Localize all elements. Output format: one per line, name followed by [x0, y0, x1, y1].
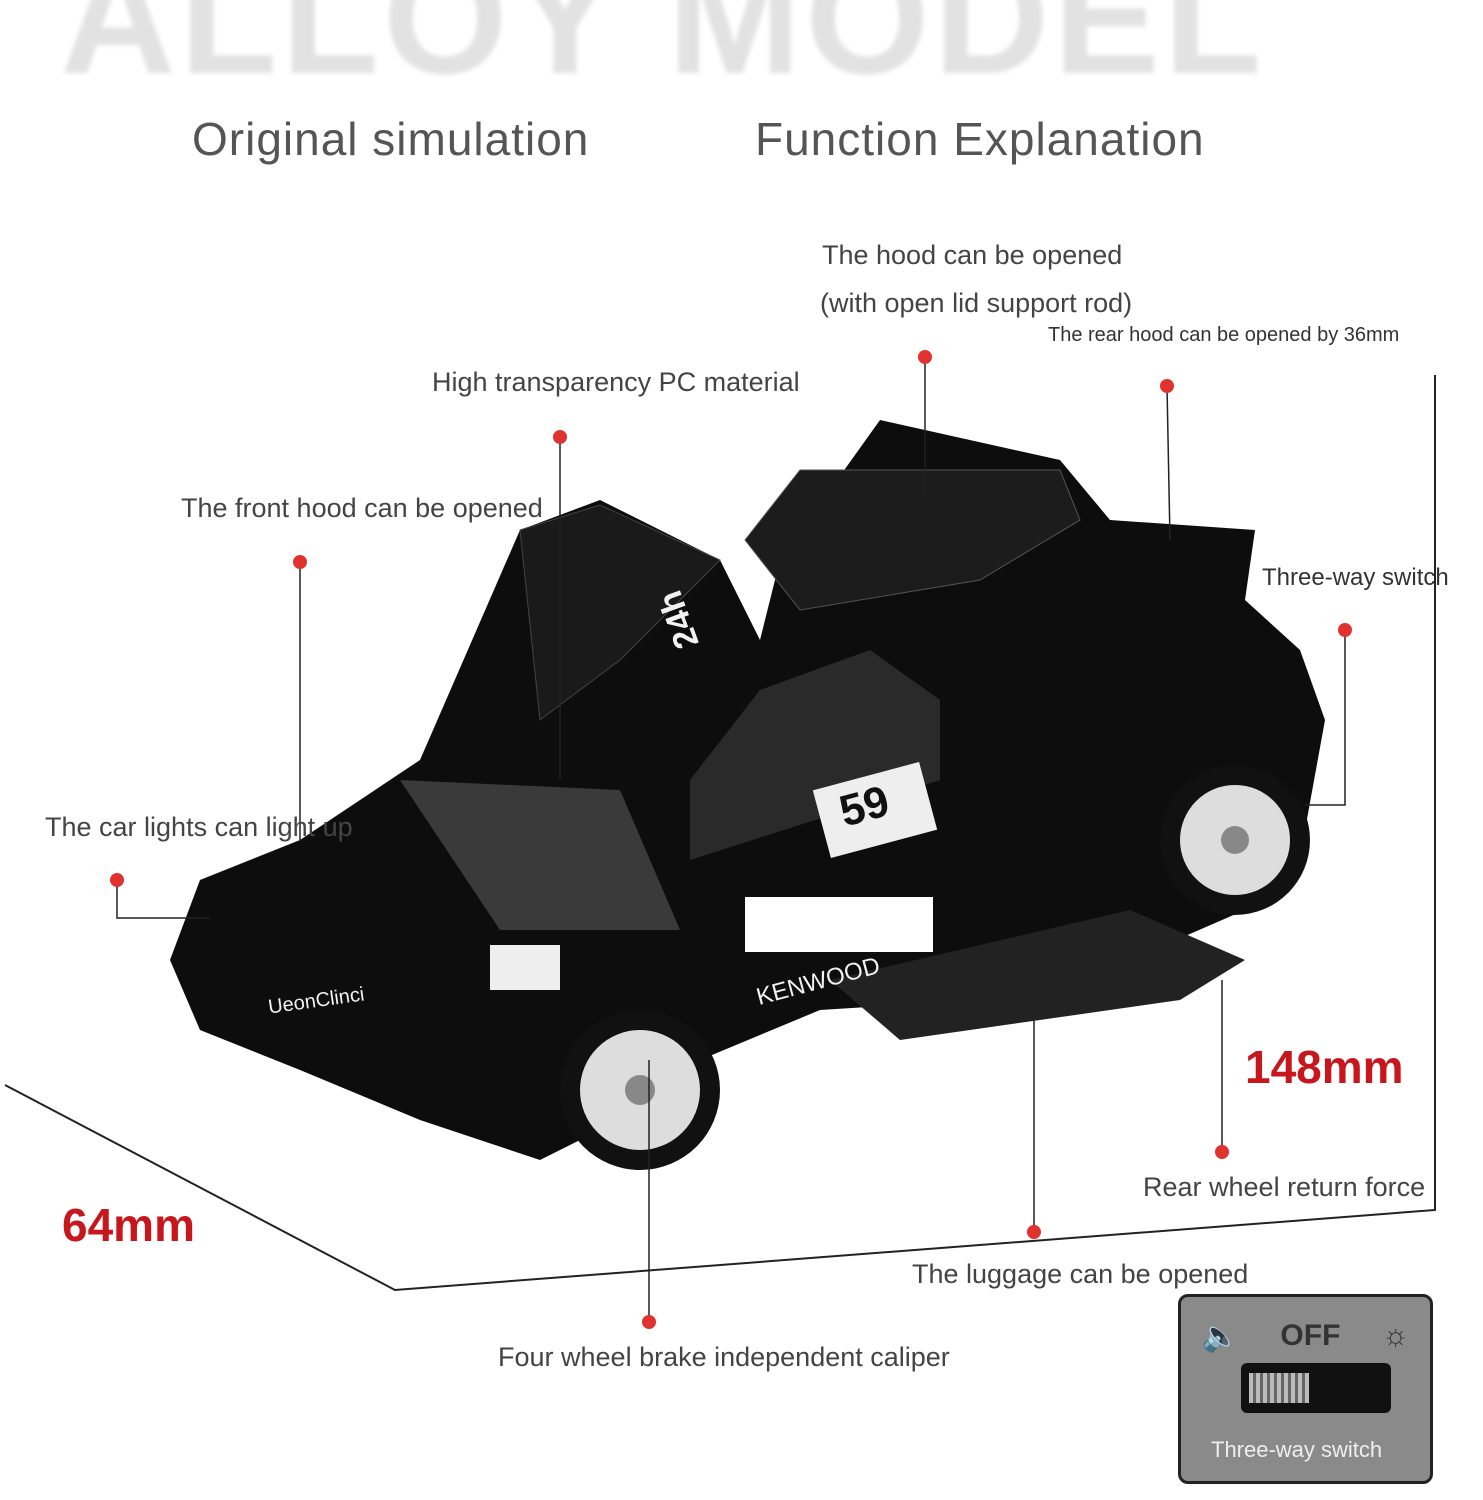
callout-dots [110, 350, 1352, 1329]
header-right: Function Explanation [755, 113, 1205, 165]
width-dimension: 64mm [62, 1199, 195, 1251]
callout-front-hood: The front hood can be opened [181, 493, 543, 523]
length-dimension: 148mm [1245, 1041, 1404, 1093]
car-illustration [170, 420, 1325, 1170]
redaction-box [745, 897, 933, 952]
watermark: ALLOY MODEL [60, 0, 1266, 107]
rear-wheel [1160, 765, 1310, 915]
callout-luggage: The luggage can be opened [912, 1259, 1249, 1289]
callout-switch: Three-way switch [1262, 564, 1449, 591]
callout-lines [116, 357, 1346, 1322]
header-left: Original simulation [192, 113, 590, 165]
light-icon: ☼ [1381, 1319, 1410, 1352]
callout-rear-wheel: Rear wheel return force [1143, 1172, 1426, 1202]
callout-hood: The hood can be opened [822, 240, 1123, 270]
switch-inset: 🔈 OFF ☼ Three-way switch [1178, 1294, 1433, 1484]
callout-brake: Four wheel brake independent caliper [498, 1342, 950, 1372]
dimension-box [4, 375, 1436, 1292]
callout-lights: The car lights can light up [45, 812, 353, 842]
speaker-icon: 🔈 [1201, 1320, 1240, 1353]
switch-off-label: OFF [1280, 1319, 1341, 1352]
switch-knob [1249, 1373, 1309, 1403]
switch-caption: Three-way switch [1211, 1437, 1383, 1462]
front-wheel [560, 1010, 720, 1170]
callout-rear-hood: The rear hood can be opened by 36mm [1048, 324, 1400, 346]
switch-track [1241, 1363, 1391, 1413]
callout-hood-sub: (with open lid support rod) [820, 288, 1133, 318]
callout-pc: High transparency PC material [432, 367, 800, 397]
